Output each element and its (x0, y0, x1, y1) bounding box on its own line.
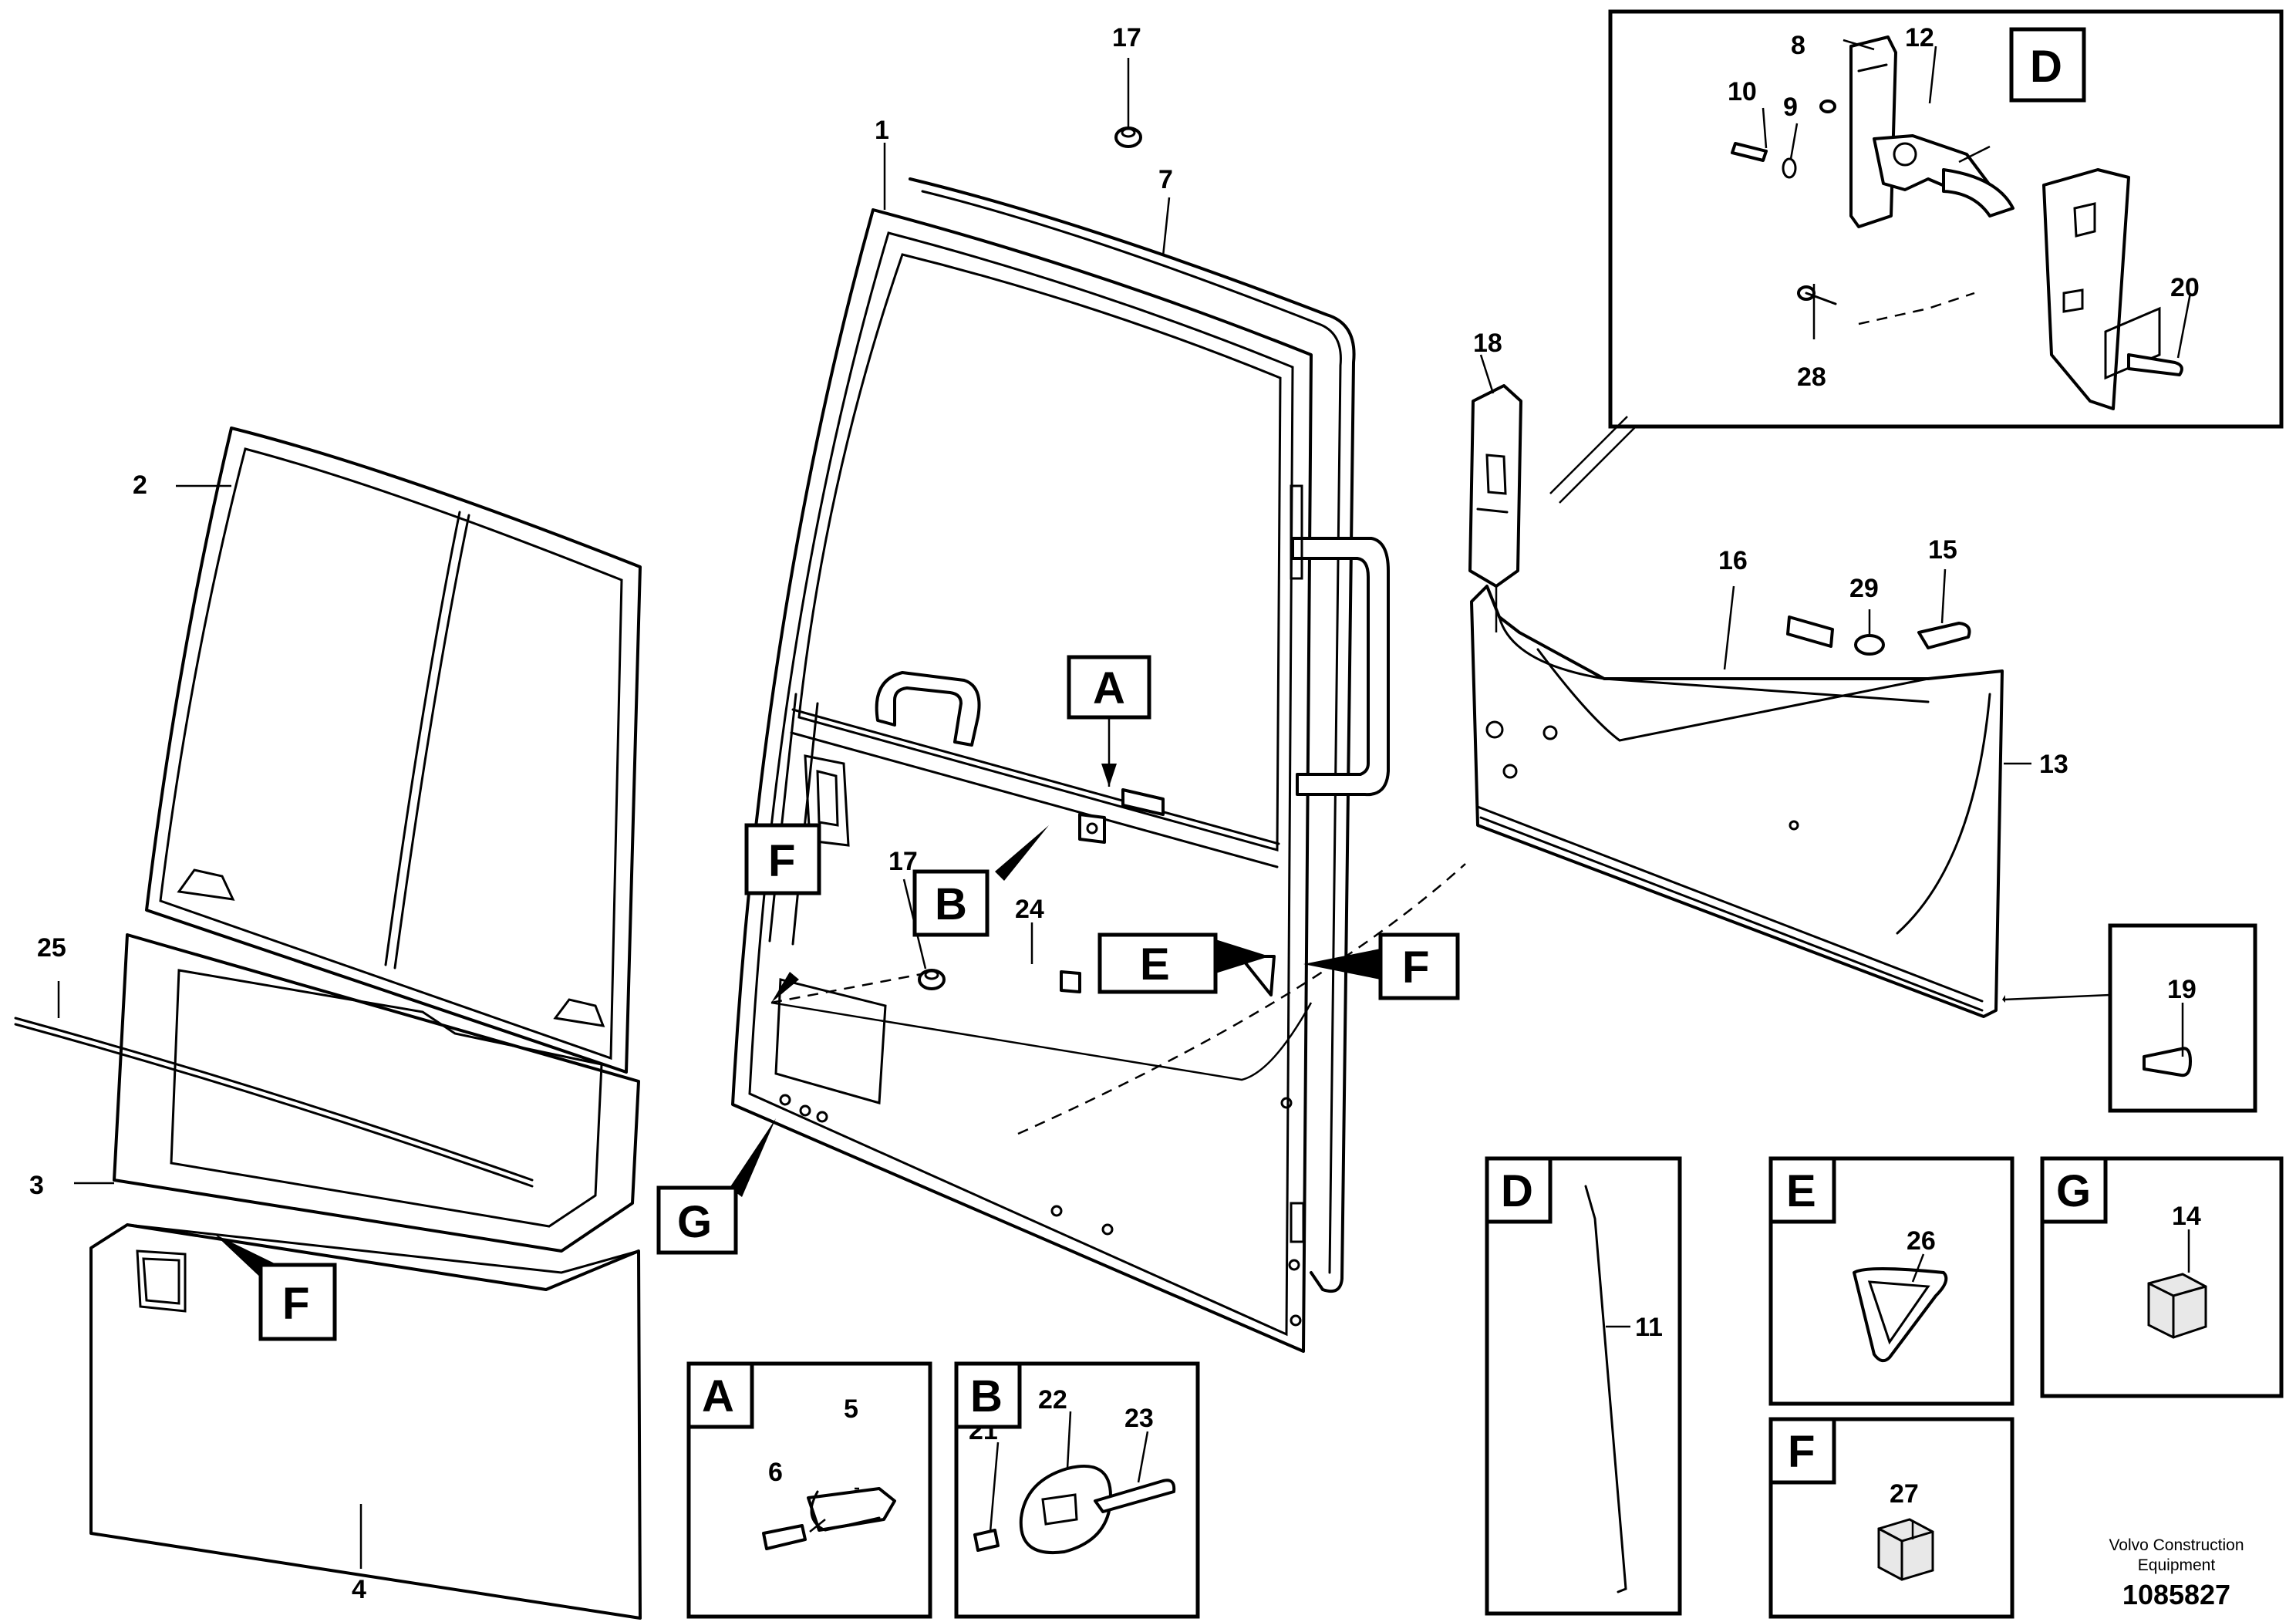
small-hardware (918, 126, 1276, 996)
detail-19-pin (2003, 923, 2257, 1113)
callout-11: 11 (1635, 1313, 1663, 1342)
footer: Volvo Construction Equipment 1085827 (2109, 1536, 2244, 1610)
detail-D-latch (1549, 9, 2284, 504)
company-line-2: Equipment (2138, 1556, 2216, 1574)
callout-15: 15 (1928, 535, 1957, 565)
detail-header-B: B (970, 1371, 1003, 1421)
view-box-E-main: E (1140, 939, 1170, 990)
callout-20: 20 (2170, 273, 2200, 302)
callout-22: 22 (1038, 1385, 1067, 1415)
rear-trim-panel (1470, 585, 2004, 1018)
washer-29 (1854, 634, 1885, 656)
strip-16 (1786, 615, 1834, 648)
view-boxes: A B F E F G F D A B D E G F (258, 27, 2108, 1485)
callout-26: 26 (1907, 1226, 1936, 1256)
drawing-number: 1085827 (2122, 1579, 2230, 1610)
detail-header-E: E (1786, 1166, 1816, 1216)
leader-lines (57, 39, 2192, 1569)
callout-25: 25 (37, 933, 66, 963)
view-box-B-main: B (935, 879, 967, 929)
detail-D-rod (1485, 1156, 1682, 1616)
detail-header-D: D (1501, 1166, 1533, 1216)
view-box-D-main: D (2030, 42, 2062, 92)
view-pointers (214, 764, 2005, 1283)
callout-17-top: 17 (1112, 23, 1141, 52)
bottom-door-panel (89, 1223, 642, 1620)
screw-15 (1917, 622, 1971, 649)
detail-header-F: F (1788, 1427, 1815, 1477)
detail-E-clip (1768, 1156, 2014, 1406)
detail-header-A: A (702, 1371, 734, 1421)
view-box-F-panel: F (282, 1279, 309, 1329)
callout-13: 13 (2039, 750, 2068, 779)
detail-header-G: G (2056, 1166, 2091, 1216)
latch-bracket (1468, 384, 1522, 632)
callout-7: 7 (1158, 165, 1173, 194)
callout-3: 3 (29, 1171, 44, 1200)
callout-19: 19 (2167, 975, 2197, 1004)
detail-F-block (1768, 1417, 2014, 1619)
callout-29: 29 (1849, 574, 1879, 603)
callout-14: 14 (2172, 1202, 2201, 1231)
view-box-G-main: G (677, 1197, 712, 1247)
lower-window-panel (14, 933, 640, 1253)
callout-28: 28 (1797, 363, 1826, 392)
callout-labels: 1 2 3 4 5 6 7 8 9 10 11 12 13 14 15 16 1… (29, 23, 2201, 1604)
callout-10: 10 (1728, 77, 1757, 106)
company-line-1: Volvo Construction (2109, 1536, 2244, 1554)
callout-23: 23 (1124, 1404, 1154, 1433)
callout-18: 18 (1473, 329, 1502, 358)
callout-1: 1 (875, 116, 889, 145)
callout-12: 12 (1905, 23, 1934, 52)
detail-G-block (2040, 1156, 2284, 1398)
callout-6: 6 (768, 1458, 783, 1487)
callout-4: 4 (352, 1575, 366, 1604)
callout-24: 24 (1015, 895, 1044, 924)
view-box-A-main: A (1093, 663, 1125, 713)
callout-27: 27 (1890, 1479, 1919, 1509)
view-box-F-door: F (768, 836, 795, 886)
upper-window-glass (145, 427, 642, 1074)
callout-9: 9 (1783, 93, 1798, 122)
callout-5: 5 (844, 1394, 858, 1424)
callout-16: 16 (1718, 546, 1748, 575)
main-door-frame (731, 208, 1466, 1353)
callout-2: 2 (133, 470, 147, 500)
callout-8: 8 (1791, 31, 1805, 60)
view-box-F-right: F (1402, 943, 1429, 993)
detail-B-stop (954, 1361, 1200, 1619)
